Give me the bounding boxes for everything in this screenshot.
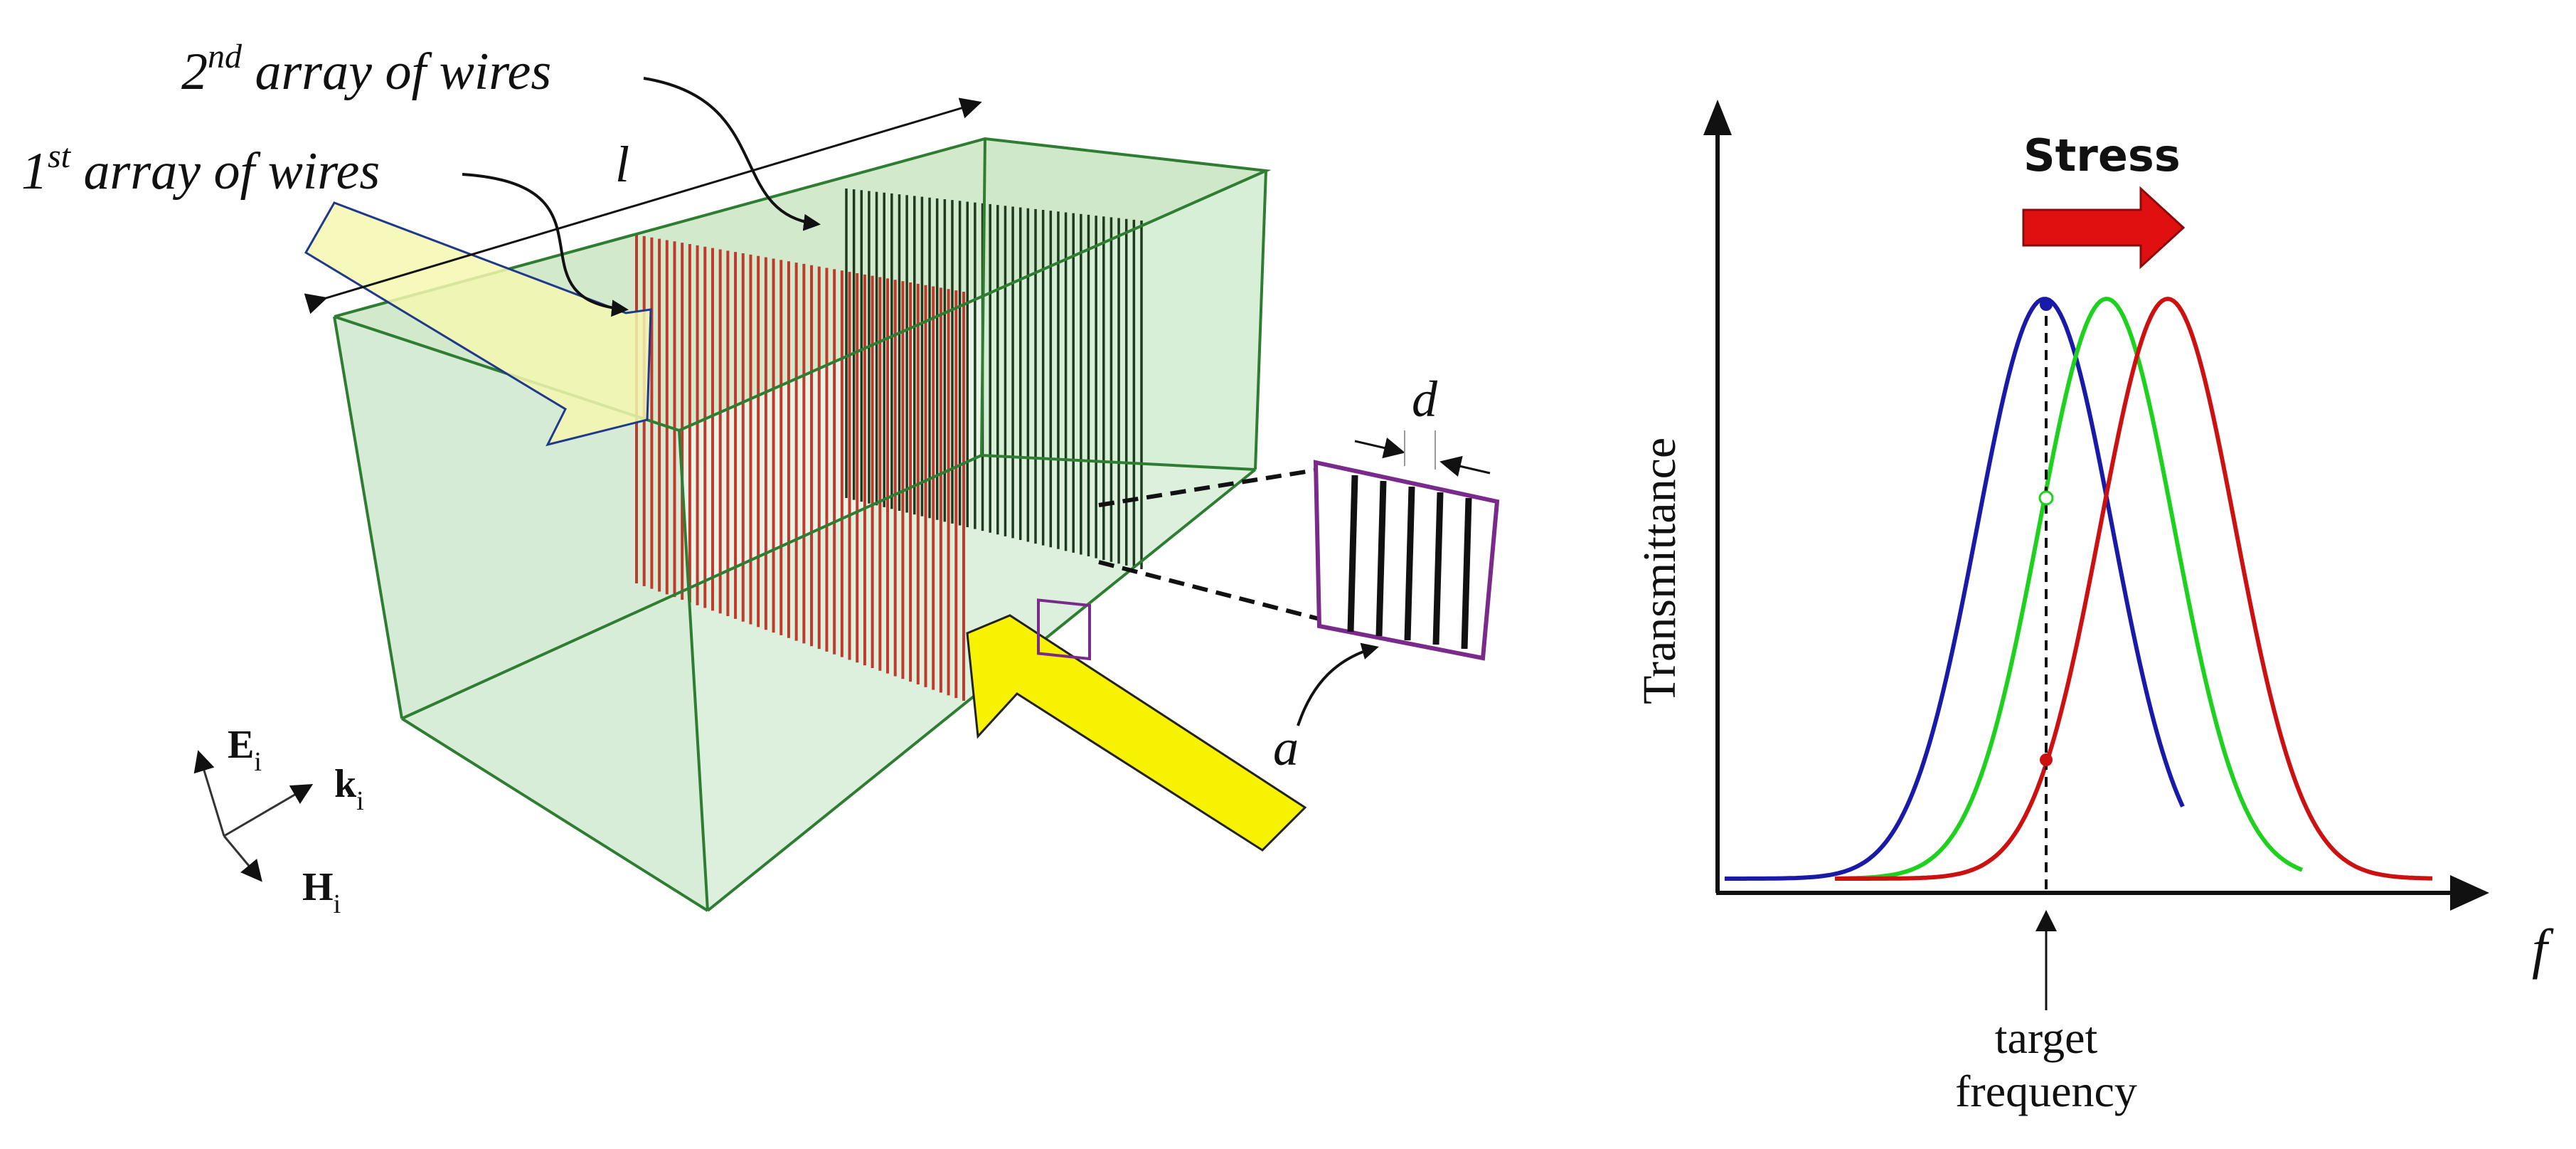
marker-curve-3 xyxy=(2040,753,2053,766)
length-arrow xyxy=(304,97,982,314)
zoom-line-bottom xyxy=(1098,560,1320,621)
curve-3 xyxy=(1835,296,2432,881)
target-label-line1: target xyxy=(1995,1012,2098,1063)
inset-wire-detail xyxy=(1313,460,1500,661)
transmittance-plot: Transmittance f Stress target frequency xyxy=(1634,100,2554,1116)
y-axis-label: Transmittance xyxy=(1634,438,1686,704)
axis-label-k: ki xyxy=(334,762,364,816)
label-width: a xyxy=(1273,719,1299,776)
inset-wire xyxy=(1375,480,1387,637)
callout-arrow-array2 xyxy=(643,77,821,231)
curve-1 xyxy=(1725,297,2185,881)
label-array-1: 1st array of wires xyxy=(21,137,380,201)
x-axis-label: f xyxy=(2532,918,2554,980)
marker-curve-2 xyxy=(2038,490,2054,506)
spacing-arrow-left xyxy=(1354,437,1405,459)
width-callout-arrow xyxy=(1297,642,1379,726)
axis-triad xyxy=(193,750,314,882)
marker-curve-1 xyxy=(2040,298,2053,311)
zoom-line-top xyxy=(1098,467,1320,507)
label-array-2: 2nd array of wires xyxy=(181,38,551,101)
axis-label-E: Ei xyxy=(228,723,262,777)
stress-arrow xyxy=(2022,186,2186,270)
x-axis-arrowhead xyxy=(2450,875,2489,911)
label-spacing: d xyxy=(1412,371,1438,428)
inset-wire xyxy=(1404,486,1415,641)
spacing-arrow-right xyxy=(1439,455,1491,477)
inset-wire xyxy=(1347,475,1358,632)
incident-arrow xyxy=(966,614,1307,852)
label-length: l xyxy=(615,136,629,193)
zoom-region xyxy=(1037,598,1091,661)
y-axis-arrowhead xyxy=(1703,100,1732,135)
inset-wire xyxy=(1461,497,1472,650)
axis-label-H: Hi xyxy=(302,865,341,919)
callout-arrow-array1 xyxy=(462,173,629,317)
transmittance-curves xyxy=(1725,296,2432,881)
curve-2 xyxy=(1838,296,2304,881)
stress-label: Stress xyxy=(2023,129,2181,181)
target-label-line2: frequency xyxy=(1955,1066,2137,1116)
inset-wire xyxy=(1432,492,1444,645)
